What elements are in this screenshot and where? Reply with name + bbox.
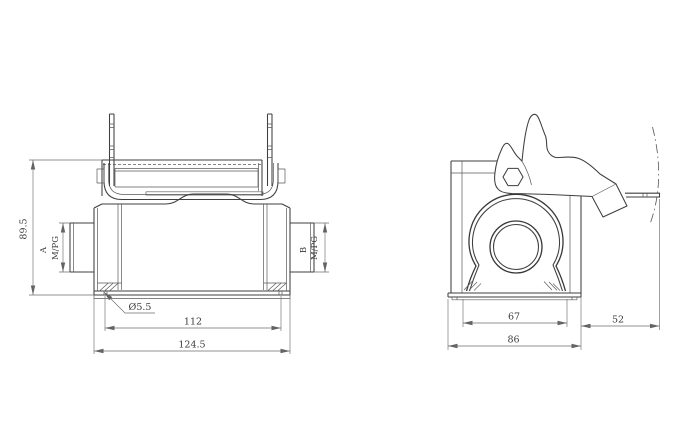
label-entry-a: A (39, 246, 49, 254)
pivot-nut-right (277, 168, 286, 184)
cable-entry-hole-inner (492, 223, 540, 271)
side-view-dimensions: 67 86 52 (447, 199, 660, 350)
lever-latch-bar (625, 192, 661, 198)
hole-leader-line (103, 291, 155, 314)
locking-pin-left (108, 113, 115, 186)
dim-hole-diameter: Ø5.5 (129, 302, 152, 313)
dim-foot-spacing: 67 (508, 312, 520, 323)
bail-slot (145, 191, 264, 196)
locking-pin-right (266, 113, 273, 186)
label-entry-a-thread: M/PG (51, 236, 61, 260)
side-foot-hatch-right (543, 281, 561, 291)
foot-hatch-right (267, 282, 287, 291)
dim-overall-depth: 86 (507, 335, 519, 346)
pivot-nut-left (96, 168, 105, 184)
cable-entry-keyhole (463, 193, 567, 292)
cover-block (101, 159, 263, 196)
dim-lever-projection: 52 (612, 315, 624, 326)
lever-outline (494, 113, 628, 218)
side-view: 67 86 52 (447, 113, 661, 350)
lever-hex-bolt (502, 167, 524, 187)
side-flange (447, 292, 582, 301)
front-view-dimensions: 89.5 A M/PG B M/PG Ø5.5 112 124.5 (19, 159, 329, 354)
dim-hole-spacing: 112 (184, 317, 202, 328)
lever-swing-arc (649, 126, 660, 225)
foot-hatch-left (99, 282, 119, 291)
locking-lever (494, 113, 661, 225)
front-view: 89.5 A M/PG B M/PG Ø5.5 112 124.5 (19, 113, 329, 354)
label-entry-b-thread: M/PG (310, 236, 320, 260)
cable-entry-boss-a (69, 222, 94, 273)
label-entry-b: B (299, 247, 309, 253)
side-foot-hatch-left (463, 281, 482, 291)
dim-overall-width: 124.5 (178, 340, 205, 351)
cable-entry-hole-outer (489, 220, 543, 274)
mounting-flange (93, 290, 291, 299)
mounting-holes (103, 291, 283, 295)
housing-body (93, 193, 291, 291)
dim-overall-height: 89.5 (19, 218, 30, 239)
cable-entry-boss-b (290, 222, 315, 273)
